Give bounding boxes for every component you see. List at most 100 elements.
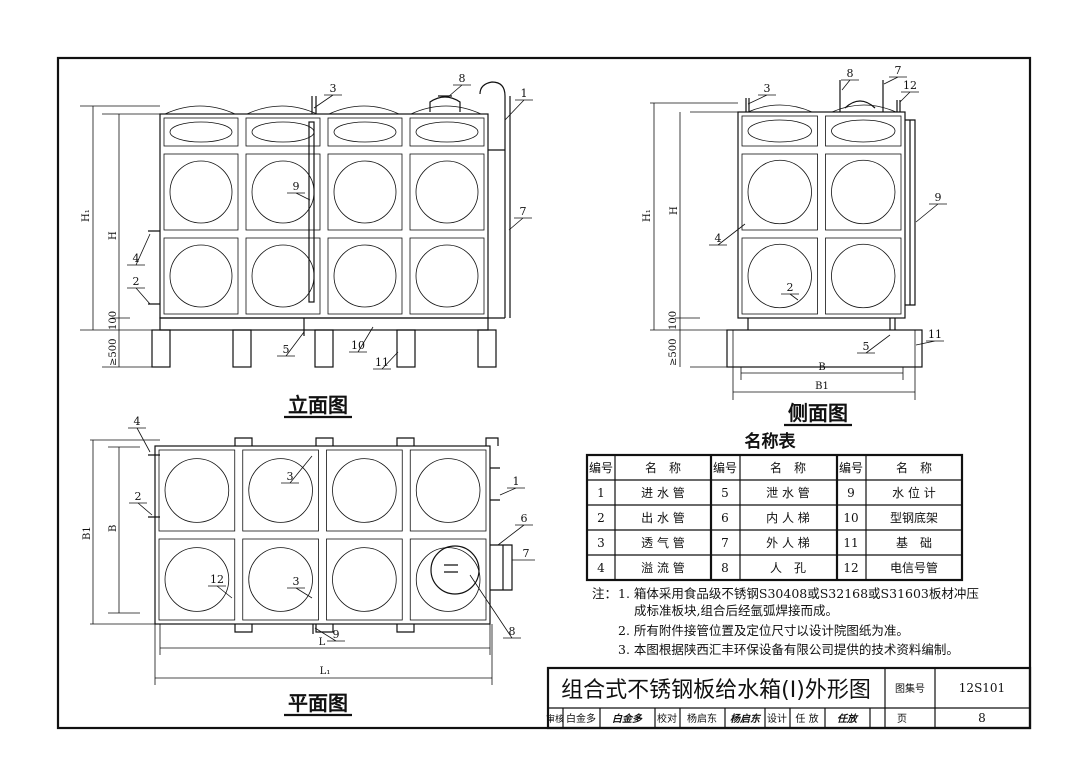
- leader-line: [747, 94, 776, 105]
- table-cell-no: 12: [843, 561, 858, 575]
- note-1-cont: 成标准板块,组合后经氩弧焊接而成。: [634, 603, 838, 618]
- table-cell-name: 基 础: [896, 536, 932, 550]
- table-cell-no: 4: [597, 561, 605, 575]
- table-cell-name: 泄 水 管: [766, 485, 810, 500]
- leader-line: [277, 331, 305, 357]
- callout-4: 4: [133, 252, 140, 265]
- callout-7: 7: [520, 205, 527, 218]
- table-cell-name: 内 人 梯: [766, 511, 810, 525]
- table-header-name: 名 称: [896, 460, 932, 475]
- dim-500: ≥500: [108, 339, 119, 366]
- notes-prefix: 注：: [592, 586, 617, 601]
- front-panel: [327, 237, 403, 315]
- table-header-name: 名 称: [645, 460, 681, 475]
- side-view-title: 侧面图: [788, 401, 848, 425]
- table-cell-no: 6: [721, 511, 729, 525]
- callout-1: 1: [513, 475, 520, 488]
- plan-panel-boss: [164, 547, 230, 612]
- front-oval-boss: [415, 121, 479, 143]
- foundation-pier: [151, 329, 171, 368]
- designer-signature: 任放: [837, 713, 859, 725]
- leader-line: [287, 192, 311, 201]
- callout-2: 2: [787, 281, 794, 294]
- parts-table-title: 名称表: [745, 431, 797, 452]
- front-panel: [163, 153, 239, 231]
- side-panel: [741, 237, 818, 315]
- callout-4: 4: [134, 415, 141, 428]
- design-label: 设计: [767, 712, 787, 725]
- leader-line: [349, 326, 374, 353]
- callout-8: 8: [459, 72, 466, 85]
- leader-line: [281, 455, 313, 484]
- side-dim-100: 100: [668, 311, 679, 330]
- notes: 注： 1. 箱体采用食品级不锈钢S30408或S32168或S31603板材冲压…: [592, 586, 979, 657]
- plan-view-title: 平面图: [288, 691, 348, 715]
- plan-panel-boss: [248, 547, 313, 612]
- side-dim-h: H: [669, 206, 680, 215]
- side-panel: [741, 153, 818, 231]
- leader-line: [841, 79, 859, 91]
- table-cell-name: 人 孔: [770, 561, 806, 575]
- leader-line: [373, 351, 399, 370]
- leader-line: [287, 587, 313, 599]
- table-cell-no: 11: [843, 536, 858, 550]
- callout-9: 9: [333, 628, 340, 641]
- table-cell-name: 外 人 梯: [766, 536, 810, 550]
- plan-panel-boss: [332, 547, 397, 612]
- front-top-panel: [409, 117, 485, 147]
- page-label: 页: [897, 713, 907, 725]
- front-panel-boss: [169, 160, 233, 224]
- front-oval-boss: [169, 121, 233, 143]
- callout-11: 11: [928, 328, 942, 341]
- table-cell-no: 8: [721, 561, 729, 575]
- plan-panel: [242, 538, 319, 621]
- front-panel: [163, 237, 239, 315]
- ladder-pipe: [479, 81, 511, 318]
- leader-line: [128, 427, 151, 453]
- callout-3: 3: [293, 575, 300, 588]
- leader-line: [508, 217, 532, 231]
- side-panel-boss: [747, 243, 812, 309]
- callout-10: 10: [351, 339, 365, 352]
- callout-12: 12: [210, 573, 224, 586]
- plan-dim-b1: B1: [82, 526, 93, 540]
- table-cell-name: 水 位 计: [892, 485, 936, 500]
- table-cell-no: 2: [597, 511, 605, 525]
- drawing-title: 组合式不锈钢板给水箱(Ⅰ)外形图: [561, 678, 871, 703]
- atlas-label: 图集号: [895, 682, 925, 695]
- callout-6: 6: [521, 512, 528, 525]
- foundation-pier: [314, 329, 334, 368]
- side-panel: [825, 237, 902, 315]
- check-label: 校对: [657, 712, 677, 725]
- plan-panel: [409, 449, 487, 532]
- table-cell-no: 7: [721, 536, 729, 550]
- front-panel-boss: [333, 244, 397, 308]
- table-header-name: 名 称: [770, 460, 806, 475]
- side-dim-b: B: [818, 362, 825, 373]
- side-dim-b1: B1: [815, 381, 829, 392]
- reviewer-signature: 白金多: [612, 713, 643, 725]
- front-panel-boss: [333, 160, 397, 224]
- tank-panels: [151, 115, 902, 621]
- page-number: 8: [978, 711, 986, 725]
- callout-7: 7: [895, 64, 902, 77]
- foundation-pier: [477, 329, 497, 368]
- leader-line: [497, 524, 533, 546]
- plan-view: B1 B L L₁ 平面图: [82, 437, 513, 717]
- callout-3: 3: [287, 470, 294, 483]
- plan-dim-l: L: [319, 637, 326, 648]
- side-panel-boss: [747, 159, 812, 225]
- leader-line: [781, 293, 799, 301]
- leader-line: [127, 287, 151, 305]
- plan-panel-boss: [415, 458, 481, 523]
- table-cell-no: 5: [721, 486, 729, 500]
- front-panel: [409, 237, 485, 315]
- front-top-panel: [245, 117, 321, 147]
- side-top-panel: [741, 115, 818, 147]
- front-panel-boss: [415, 160, 479, 224]
- checker-signature: 杨启东: [730, 713, 762, 725]
- table-header-no: 编号: [839, 460, 863, 475]
- side-panel: [825, 153, 902, 231]
